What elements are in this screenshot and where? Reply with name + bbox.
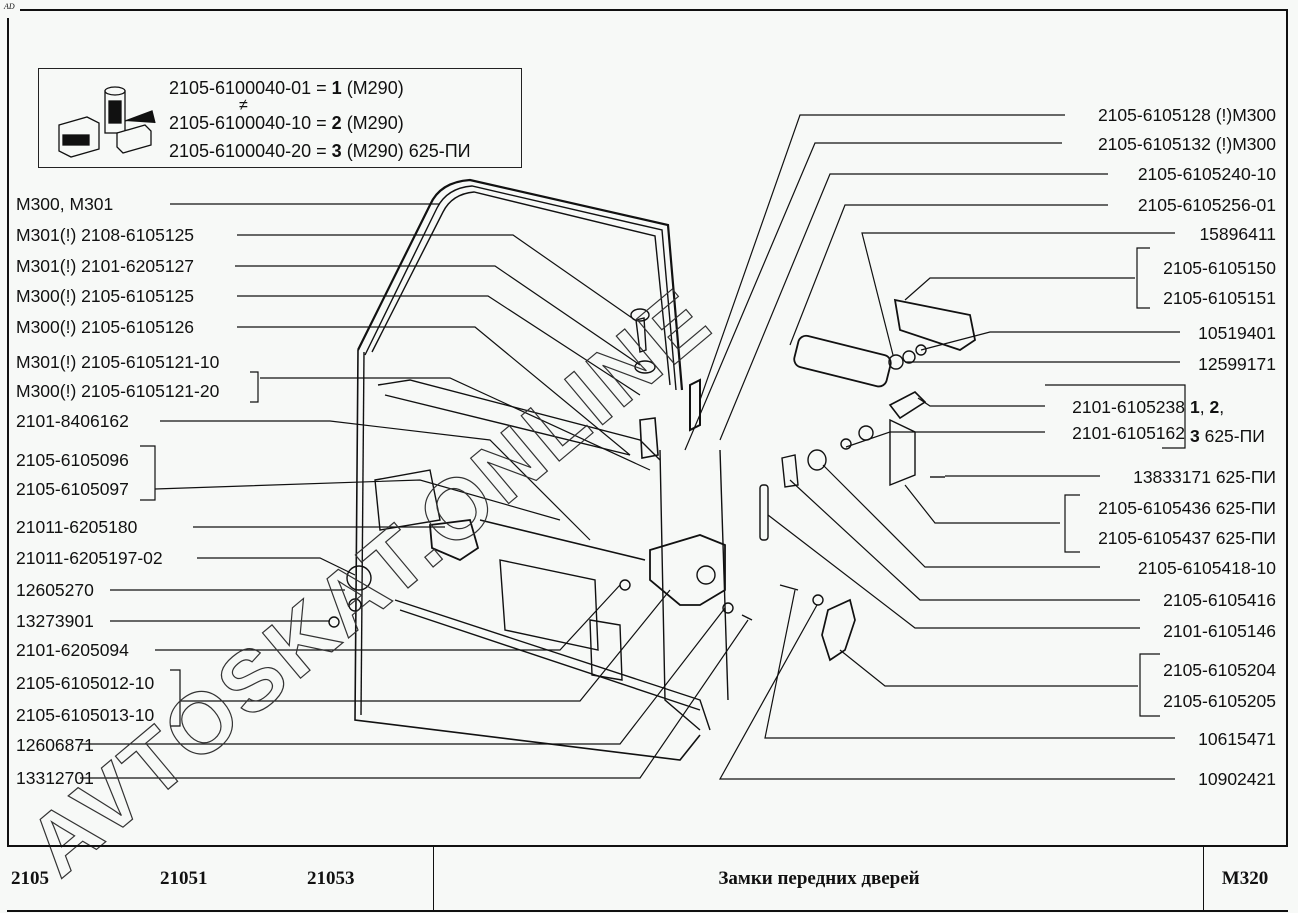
- divider: [1203, 847, 1204, 910]
- kit-reference: (M290) 625-ПИ: [346, 141, 471, 161]
- corner-mark: AD: [4, 2, 15, 11]
- kit-legend-box: 2105-6100040-01 = 1 (M290) ≠ 2105-610004…: [38, 68, 522, 168]
- part-label: 10615471: [1198, 729, 1276, 749]
- part-label: 2105-6105151: [1163, 288, 1276, 308]
- part-label: 13312701: [16, 768, 94, 788]
- variant-note-line-1: 1, 2,: [1190, 397, 1224, 417]
- section-title: Замки передних дверей: [718, 868, 920, 889]
- kit-variant-number: 3: [331, 141, 342, 161]
- part-label: 2105-6105205: [1163, 691, 1276, 711]
- part-label: 2101-6205094: [16, 640, 129, 660]
- kit-reference: (M290): [346, 78, 404, 98]
- inner-handle: [429, 519, 480, 562]
- model-21051: 21051: [160, 868, 208, 889]
- part-label: M300(!) 2105-6105125: [16, 286, 195, 306]
- legend-line-1: 2105-6100040-01 = 1 (M290): [169, 78, 404, 99]
- part-label: 2105-6105204: [1163, 660, 1276, 680]
- variant-number: 2: [1209, 397, 1220, 417]
- part-label: 10902421: [1198, 769, 1276, 789]
- lock-cylinder: [888, 391, 927, 420]
- part-label: 2105-6105012-10: [16, 673, 155, 693]
- model-21053: 21053: [307, 868, 355, 889]
- kit-reference: (M290): [346, 113, 404, 133]
- divider: [433, 847, 434, 910]
- kit-part-number: 2105-6100040-20 =: [169, 141, 327, 161]
- handle-gasket: [793, 334, 892, 388]
- variant-number: 3: [1190, 426, 1200, 446]
- part-label: 12599171: [1198, 354, 1276, 374]
- part-label: 2105-6105097: [16, 479, 129, 499]
- part-label: 2105-6105436 625-ПИ: [1098, 498, 1276, 518]
- part-label: 21011-6205180: [16, 517, 138, 537]
- legend-line-3: 2105-6100040-20 = 3 (M290) 625-ПИ: [169, 141, 471, 162]
- variant-suffix: 625-ПИ: [1199, 426, 1265, 446]
- model-2105: 2105: [11, 868, 49, 889]
- variant-note-line-2: 3 625-ПИ: [1190, 426, 1265, 446]
- part-label: 2105-6105418-10: [1137, 558, 1276, 578]
- part-label: 2105-6105416: [1163, 590, 1276, 610]
- kit-part-number: 2105-6100040-10 =: [169, 113, 327, 133]
- part-label: 2105-6105150: [1163, 258, 1276, 278]
- part-label: 2101-6105146: [1163, 621, 1276, 641]
- part-label: 2101-6105162: [1072, 423, 1185, 443]
- part-label: 2105-6105013-10: [16, 705, 155, 725]
- frame-left-border: [7, 18, 9, 845]
- part-label: 2105-6105128 (!)M300: [1097, 105, 1276, 125]
- kit-part-number: 2105-6100040-01 =: [169, 78, 327, 98]
- frame-right-border: [1286, 9, 1288, 845]
- part-label: 12605270: [16, 580, 94, 600]
- separator: ,: [1219, 397, 1225, 417]
- part-label: 10519401: [1198, 323, 1276, 343]
- part-label: 12606871: [16, 735, 94, 755]
- part-label: 2105-6105240-10: [1137, 164, 1276, 184]
- not-equal-sign: ≠: [239, 97, 248, 114]
- outer-handle: [893, 298, 977, 351]
- part-label: M301(!) 2101-6205127: [16, 256, 195, 276]
- part-label: 2105-6105132 (!)M300: [1097, 134, 1276, 154]
- part-label: 2101-6105238: [1072, 397, 1185, 417]
- part-label: M301(!) 2108-6105125: [16, 225, 195, 245]
- legend-line-2: 2105-6100040-10 = 2 (M290): [169, 113, 404, 134]
- part-label: 2101-8406162: [16, 411, 129, 431]
- kit-variant-number: 1: [331, 78, 342, 98]
- part-label: M300, M301: [16, 194, 114, 214]
- part-label: 2105-6105256-01: [1137, 195, 1276, 215]
- part-label: M300(!) 2105-6105121-20: [16, 381, 220, 401]
- lock-mechanism: [649, 534, 726, 606]
- label-brackets-right: [1045, 247, 1186, 717]
- striker-plate: [821, 598, 856, 662]
- part-label: 2105-6105096: [16, 450, 129, 470]
- leader-lines-left: [80, 203, 749, 779]
- label-brackets-left: [140, 371, 259, 727]
- parts-kit-icon: [58, 86, 156, 158]
- section-code: M320: [1221, 868, 1269, 889]
- kit-variant-number: 2: [331, 113, 342, 133]
- part-label: 15896411: [1199, 224, 1276, 244]
- door-panel: [354, 349, 701, 761]
- separator: ,: [1199, 397, 1210, 417]
- part-label: M300(!) 2105-6105126: [16, 317, 195, 337]
- part-label: M301(!) 2105-6105121-10: [16, 352, 220, 372]
- part-label: 13833171 625-ПИ: [1133, 467, 1276, 487]
- frame-top-border: [20, 9, 1288, 11]
- part-label: 21011-6205197-02: [16, 548, 163, 568]
- part-label: 13273901: [16, 611, 94, 631]
- part-label: 2105-6105437 625-ПИ: [1098, 528, 1276, 548]
- leader-lines-right: [684, 114, 1180, 780]
- title-block: 2105 21051 21053 Замки передних дверей M…: [7, 845, 1288, 912]
- variant-number: 1: [1190, 397, 1200, 417]
